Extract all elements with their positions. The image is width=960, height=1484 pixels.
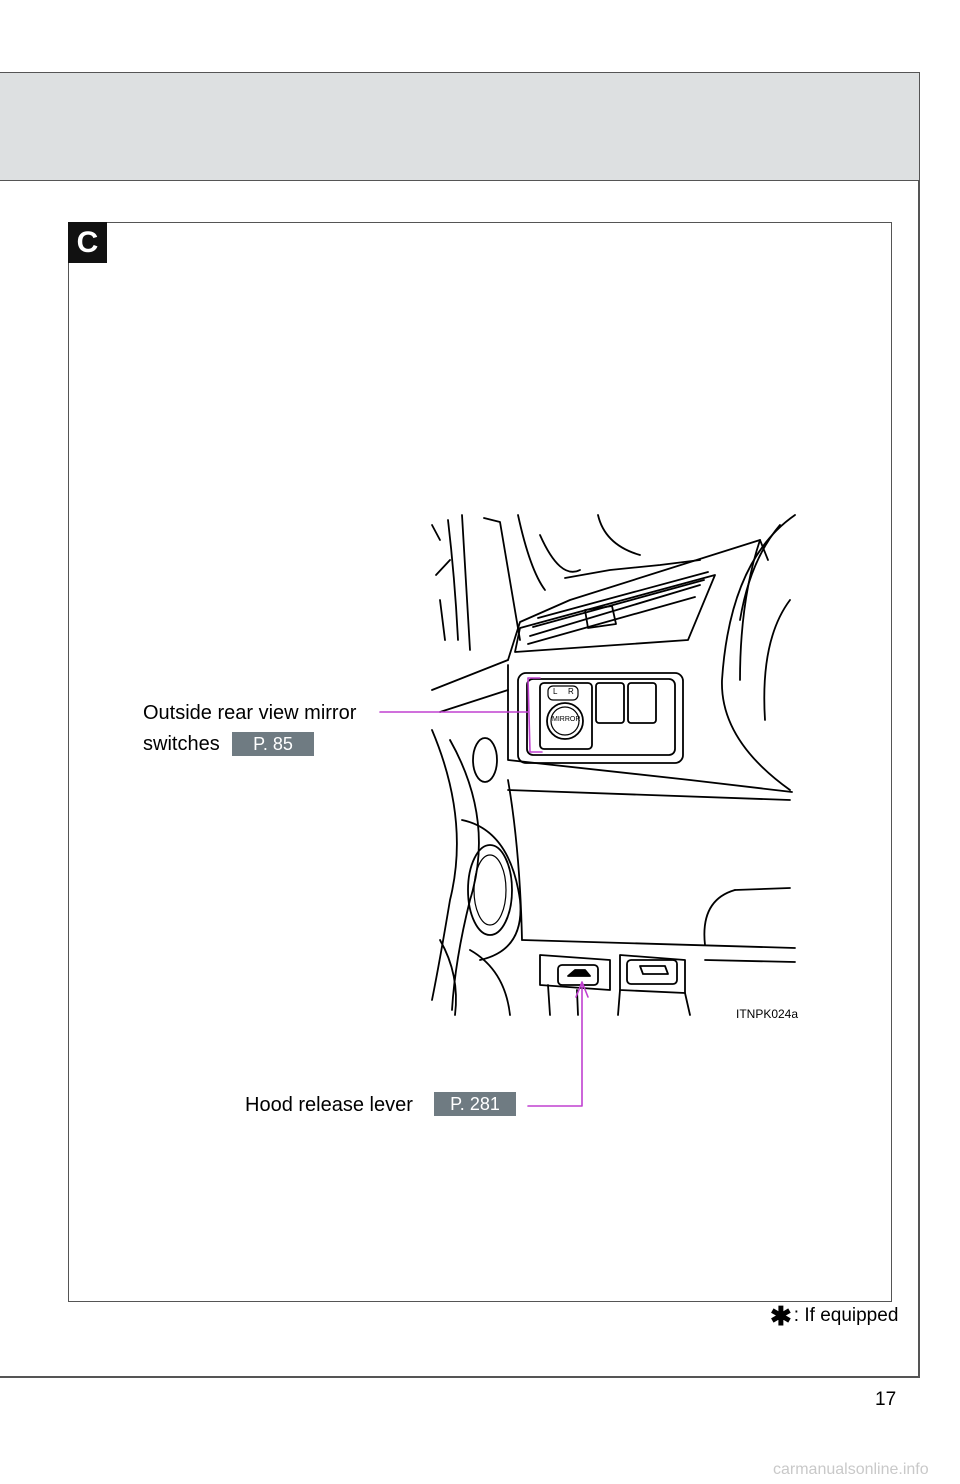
mirror-switches-page-ref[interactable]: P. 85 [232,732,314,756]
hood-release-lever-drawing [539,954,691,1016]
asterisk-icon: ✱ [770,1300,792,1331]
page-rule-right [918,181,920,1378]
footnote-text: : If equipped [793,1305,899,1326]
air-vent [507,539,769,661]
hood-release-page-ref[interactable]: P. 281 [434,1092,516,1116]
watermark: carmanualsonline.info [773,1461,929,1478]
switch-panel [507,664,793,793]
instrument-cluster [721,514,796,791]
a-pillar-lines [431,514,641,713]
callout-lines [379,677,589,1107]
footnote: ✱ : If equipped [770,1300,899,1331]
illustration-frame [68,222,892,1302]
mirror-switches-label-line2: switches [143,733,220,755]
page-number: 17 [875,1389,897,1410]
page-rule-bottom [0,1376,920,1378]
hood-release-label: Hood release lever [245,1094,413,1116]
header-band [0,72,920,181]
figure-id: ITNPK024a [736,1007,799,1021]
mirror-switches-label-line1: Outside rear view mirror [143,702,357,724]
switch-label-right: R [568,687,574,696]
lower-dashboard [431,729,796,1016]
switch-label-left: L [553,687,558,696]
switch-label-mirror: MIRROR [552,716,581,723]
section-tab: C [68,222,107,263]
